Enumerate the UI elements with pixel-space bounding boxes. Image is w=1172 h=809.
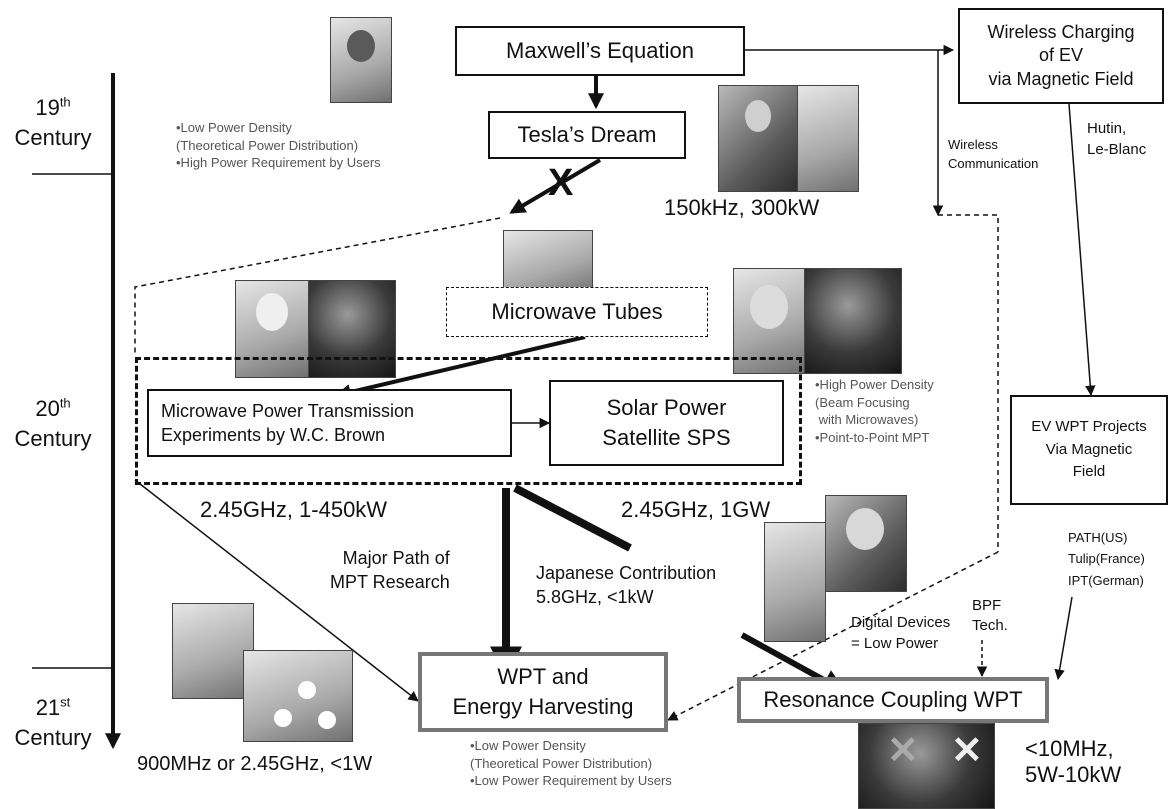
- label-wireless-communication: Wireless Communication: [948, 137, 1039, 171]
- japanese-antenna-photo: [764, 522, 826, 642]
- arrow-ev-hutin: [1068, 103, 1096, 397]
- node-resonance-coupling-wpt: Resonance Coupling WPT: [737, 677, 1049, 723]
- resonance-coils-photo: ✕ ✕: [858, 723, 995, 809]
- brown-portrait-photo: [235, 280, 309, 378]
- era-century: Century: [14, 425, 92, 451]
- arrow-tesla-down: [509, 158, 602, 214]
- note-top-power-density: •Low Power Density (Theoretical Power Di…: [176, 120, 381, 171]
- node-microwave-tubes: Microwave Tubes: [446, 287, 708, 337]
- label-harvest-spec: 900MHz or 2.45GHz, <1W: [137, 753, 373, 775]
- note-bottom-power-density: •Low Power Density (Theoretical Power Di…: [470, 738, 672, 789]
- tesla-portrait-photo: [718, 85, 798, 192]
- glaser-portrait-photo: [733, 268, 805, 374]
- node-maxwell-equation: Maxwell’s Equation: [455, 26, 745, 76]
- japanese-researcher-photo: [825, 495, 907, 592]
- label-tesla-spec: 150kHz, 300kW: [664, 195, 820, 220]
- dashed-route-right: [938, 214, 999, 552]
- arrow-ev-resonance: [1054, 596, 1073, 681]
- era-ordinal: 19: [35, 95, 60, 120]
- label-japanese-contribution: Japanese Contribution 5.8GHz, <1kW: [536, 563, 717, 608]
- node-solar-power-satellite: Solar Power Satellite SPS: [549, 380, 784, 466]
- label-hutin-le-blanc: Hutin, Le-Blanc: [1087, 120, 1147, 158]
- era-century: Century: [14, 124, 92, 150]
- era-label-19th: 19th Century: [14, 94, 92, 150]
- node-ev-wpt-projects: EV WPT Projects Via Magnetic Field: [1010, 395, 1168, 505]
- label-digital-devices: Digital Devices = Low Power: [851, 614, 951, 652]
- dashed-route-left: [134, 217, 501, 355]
- node-tesla-dream: Tesla’s Dream: [488, 111, 686, 159]
- era-label-21st: 21st Century: [14, 694, 92, 750]
- label-bpf-tech: BPF Tech.: [972, 597, 1008, 634]
- era-century: Century: [14, 724, 92, 750]
- arrow-tubes-brown: [334, 335, 586, 400]
- era-ordinal: 20: [35, 396, 60, 421]
- era-label-20th: 20th Century: [14, 395, 92, 451]
- label-ev-projects-list: PATH(US) Tulip(France) IPT(German): [1068, 530, 1145, 588]
- node-ev-wireless-charging: Wireless Charging of EV via Magnetic Fie…: [958, 8, 1164, 104]
- note-right-power-density: •High Power Density (Beam Focusing with …: [815, 377, 934, 445]
- cross-mark: X: [548, 162, 574, 204]
- energy-harvesting-device-photo: [172, 603, 254, 699]
- dish-antenna-photo: [308, 280, 396, 378]
- label-resonance-spec: <10MHz, 5W-10kW: [1025, 736, 1122, 788]
- arrow-left-to-wpt: [134, 479, 419, 702]
- mpt-group-dashed-frame: [135, 357, 802, 485]
- dashed-arrow-digital-wpt: [667, 551, 999, 721]
- tesla-tower-photo: [797, 85, 859, 192]
- label-sps-spec: 2.45GHz, 1GW: [621, 497, 771, 522]
- bar-japanese-contribution: [513, 484, 632, 552]
- microwave-tube-photo: [503, 230, 593, 296]
- maxwell-portrait-photo: [330, 17, 392, 103]
- label-major-path: Major Path of MPT Research: [330, 548, 450, 593]
- label-brown-spec: 2.45GHz, 1-450kW: [200, 497, 388, 522]
- node-brown-experiments: Microwave Power Transmission Experiments…: [147, 389, 512, 457]
- sps-satellite-photo: [804, 268, 902, 374]
- rectenna-array-photo: [243, 650, 353, 742]
- node-wpt-energy-harvesting: WPT and Energy Harvesting: [418, 652, 668, 732]
- era-ordinal: 21: [35, 695, 61, 720]
